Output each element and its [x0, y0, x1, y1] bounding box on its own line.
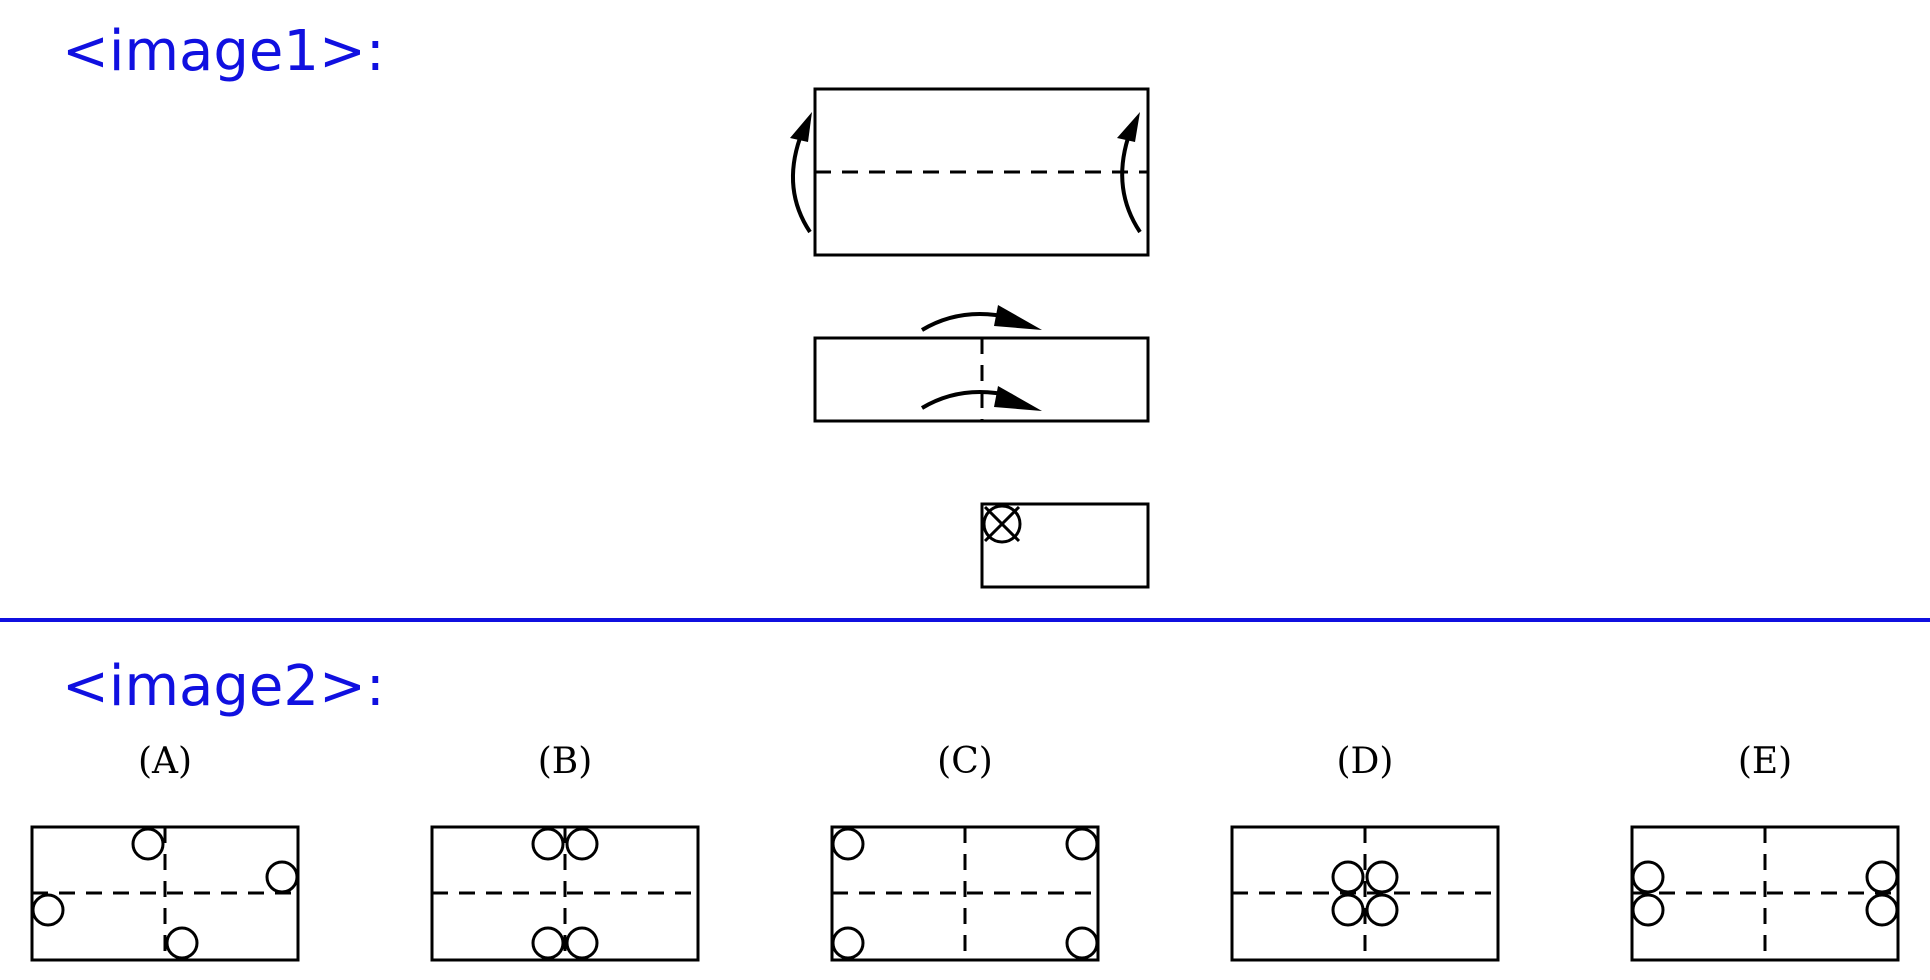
fold-step-2 [813, 305, 1150, 423]
punch-mark-cross-b [983, 505, 1021, 543]
step2-top-arrowhead [994, 305, 1042, 330]
option-b-hole [565, 827, 599, 861]
step3-paper [980, 502, 1150, 589]
option-b[interactable]: (B) [430, 741, 700, 962]
fold-step-3 [980, 502, 1150, 589]
option-e-hole [1865, 860, 1899, 894]
option-c-hole [831, 926, 865, 960]
step1-right-arrowhead [1117, 112, 1140, 142]
section-label-image2: <image2>: [62, 654, 385, 719]
option-a-hole [265, 860, 299, 894]
fold-step-1 [790, 87, 1150, 257]
option-d-hole [1365, 860, 1399, 894]
option-e-label: (E) [1738, 741, 1792, 782]
option-e[interactable]: (E) [1630, 741, 1900, 962]
option-e-hole [1865, 893, 1899, 927]
option-a-hole [131, 827, 165, 861]
option-e-hole [1631, 860, 1665, 894]
option-b-hole [531, 926, 565, 960]
option-d[interactable]: (D) [1230, 741, 1500, 962]
option-c[interactable]: (C) [830, 741, 1100, 962]
option-a-hole [31, 893, 65, 927]
option-d-hole [1331, 893, 1365, 927]
option-c-label: (C) [937, 741, 993, 782]
option-b-hole [531, 827, 565, 861]
option-d-hole [1365, 893, 1399, 927]
step1-right-arrow [1120, 137, 1142, 234]
option-a[interactable]: (A) [30, 741, 300, 962]
step1-left-arrow [790, 137, 812, 234]
option-b-label: (B) [538, 741, 593, 782]
option-d-label: (D) [1337, 741, 1394, 782]
punch-hole [982, 504, 1022, 544]
section-label-image1: <image1>: [62, 19, 385, 84]
option-d-hole [1331, 860, 1365, 894]
option-c-hole [1065, 827, 1099, 861]
option-c-hole [831, 827, 865, 861]
step2-bottom-arrowhead [994, 386, 1042, 411]
option-b-hole [565, 926, 599, 960]
option-a-hole [165, 926, 199, 960]
option-e-hole [1631, 893, 1665, 927]
option-a-label: (A) [138, 741, 192, 782]
option-c-hole [1065, 926, 1099, 960]
step1-left-arrowhead [790, 112, 812, 142]
